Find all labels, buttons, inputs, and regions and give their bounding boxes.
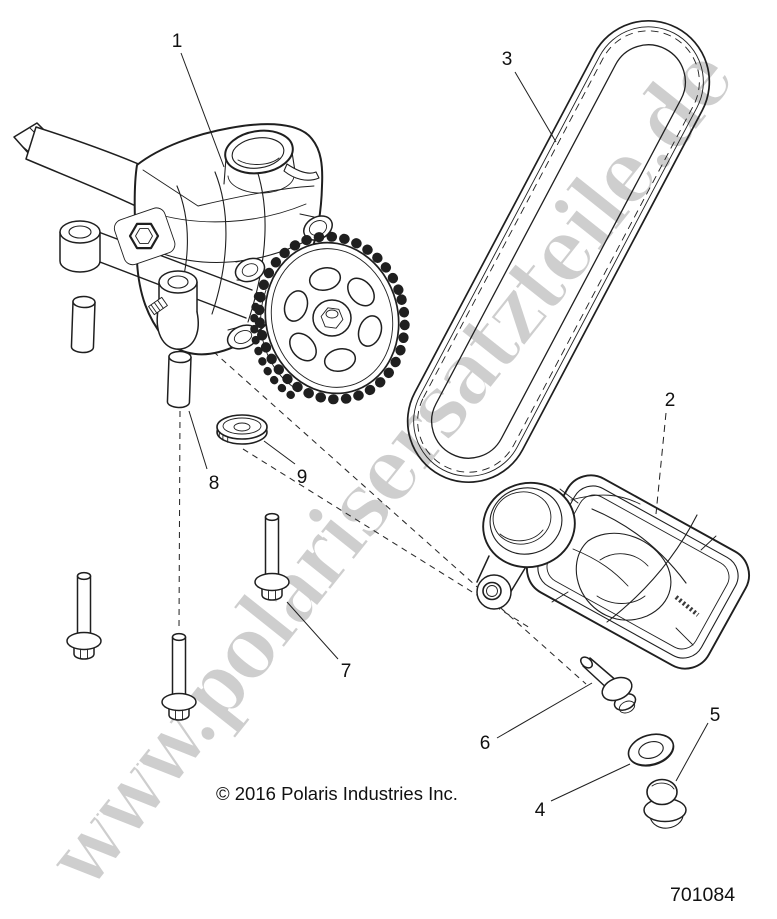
washer <box>627 733 675 767</box>
part-number: 701084 <box>670 884 735 906</box>
drive-sprocket <box>250 231 410 405</box>
oil-strainer <box>476 474 750 670</box>
callout-9: 9 <box>297 467 308 488</box>
callout-8: 8 <box>209 473 220 494</box>
plug-cap <box>643 778 687 829</box>
callout-4: 4 <box>535 800 546 821</box>
strainer-molding <box>551 488 717 646</box>
leader-lines <box>180 52 709 802</box>
callout-6: 6 <box>480 733 491 754</box>
stamped-marking <box>674 595 700 617</box>
hex-socket <box>128 222 160 250</box>
callout-2: 2 <box>665 390 676 411</box>
strainer-neck <box>476 481 641 610</box>
callout-1: 1 <box>172 31 183 52</box>
port-clip-pin <box>283 163 320 181</box>
oil-pump-assembly <box>13 122 410 405</box>
seal-plug <box>216 414 268 445</box>
flange-bolts <box>66 512 290 721</box>
copyright-text: © 2016 Polaris Industries Inc. <box>216 783 458 804</box>
callout-7: 7 <box>341 661 352 682</box>
knurled-pin <box>148 296 168 316</box>
callout-3: 3 <box>502 49 513 70</box>
callout-numbers: 1 2 3 4 5 6 7 8 9 <box>172 31 721 821</box>
drive-belt <box>406 19 711 484</box>
pump-inlet-port <box>223 129 320 194</box>
small-bolt <box>579 656 637 714</box>
sprocket-holes <box>283 267 383 372</box>
callout-5: 5 <box>710 705 721 726</box>
mounting-bracket <box>59 207 253 350</box>
